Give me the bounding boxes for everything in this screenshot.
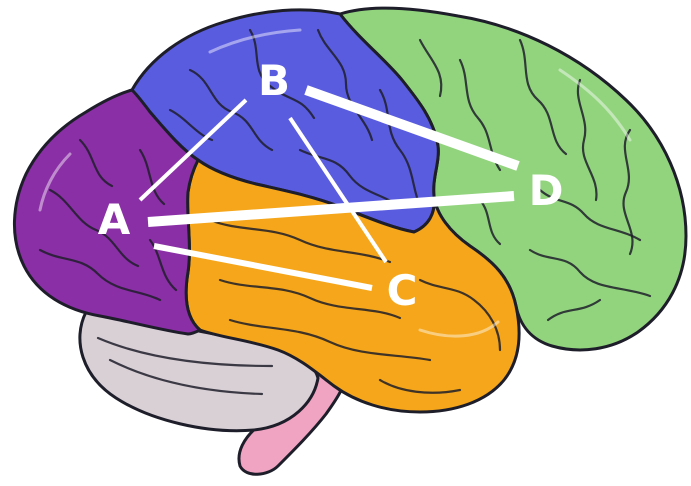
- node-label-b: B: [258, 56, 290, 105]
- node-label-a: A: [98, 195, 131, 244]
- node-label-c: C: [387, 266, 418, 315]
- node-label-d: D: [529, 166, 564, 215]
